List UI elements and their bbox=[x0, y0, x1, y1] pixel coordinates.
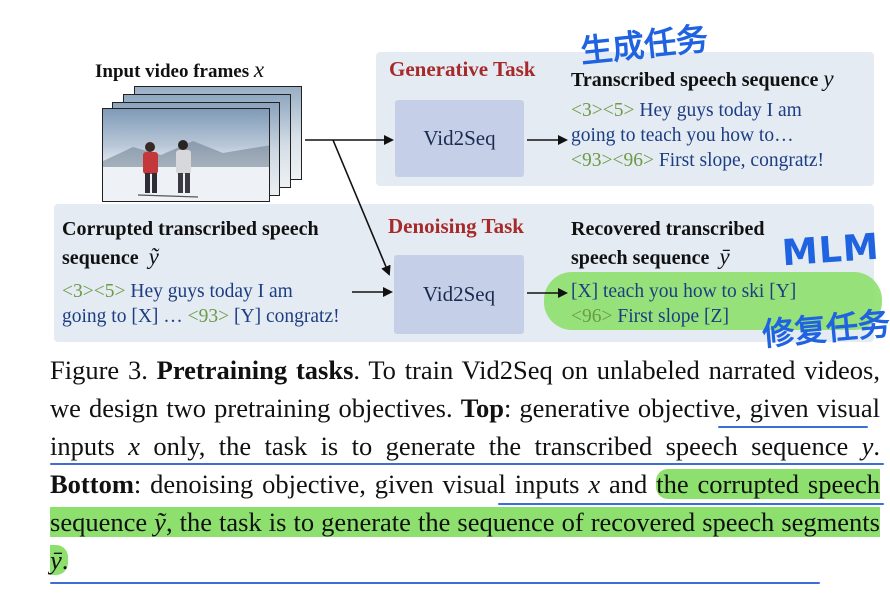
arrow-frames-to-denoising bbox=[332, 139, 391, 276]
input-video-label: Input video frames x bbox=[95, 57, 265, 82]
video-frame-1 bbox=[102, 108, 270, 202]
underline-1 bbox=[718, 426, 868, 428]
ski-scene-image bbox=[103, 140, 269, 201]
corrupted-speech-label: Corrupted transcribed speech sequence ỹ bbox=[62, 218, 319, 269]
figure-caption: Figure 3. Pretraining tasks. To train Vi… bbox=[50, 355, 880, 575]
underline-4 bbox=[50, 582, 820, 584]
flow-arrows bbox=[305, 135, 568, 298]
annotation-mlm: MLM bbox=[780, 226, 881, 275]
transcribed-speech-label: Transcribed speech sequence y bbox=[571, 66, 834, 91]
generative-task-title: Generative Task bbox=[389, 57, 536, 81]
recovered-speech-text: [X] teach you how to ski [Y] <96> First … bbox=[571, 281, 797, 327]
vid2seq-box-generative: Vid2Seq bbox=[395, 100, 524, 177]
recovered-speech-label: Recovered transcribed speech sequence ȳ bbox=[571, 218, 765, 269]
recovered-output-highlight bbox=[544, 272, 882, 330]
vid2seq-box-denoising: Vid2Seq bbox=[394, 255, 524, 334]
underline-2 bbox=[50, 463, 884, 465]
underline-3 bbox=[498, 503, 884, 505]
denoising-task-title: Denoising Task bbox=[388, 214, 524, 238]
transcribed-speech-text: <3><5> Hey guys today I am going to teac… bbox=[571, 100, 825, 171]
corrupted-speech-text: <3><5> Hey guys today I am going to [X] … bbox=[62, 281, 340, 327]
